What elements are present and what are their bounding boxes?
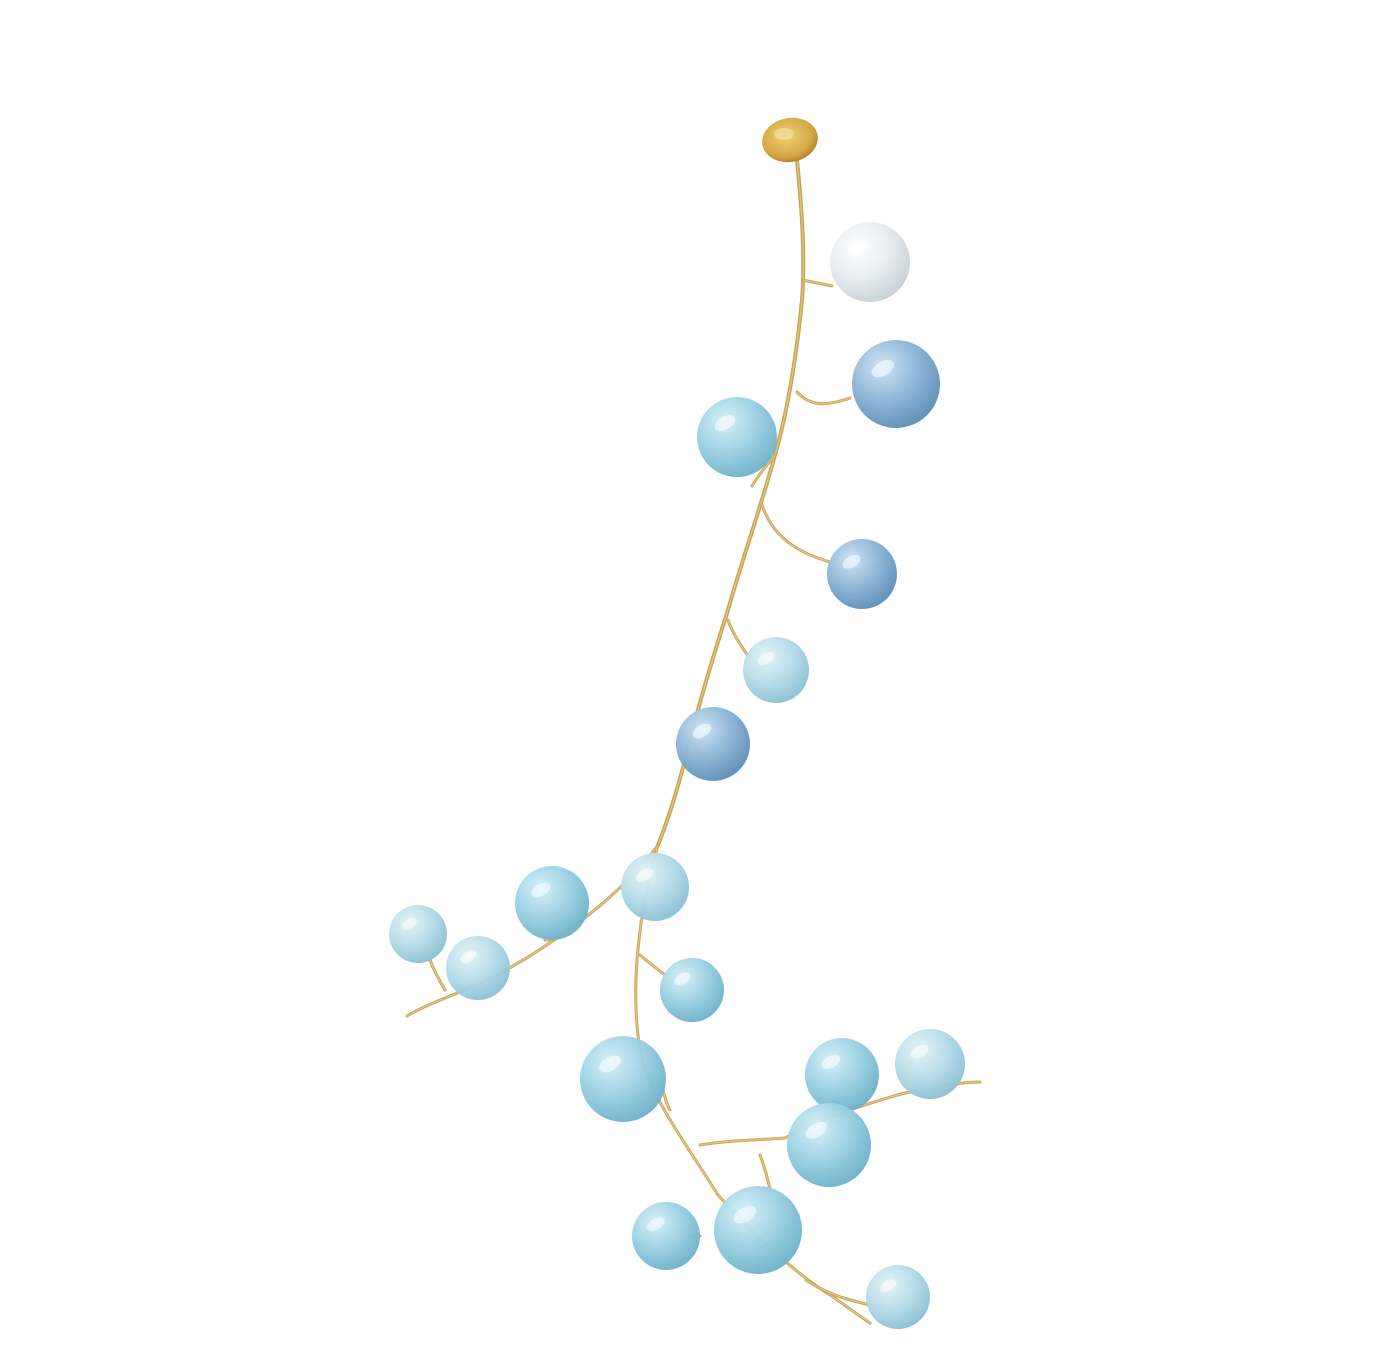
glass-globe bbox=[787, 1103, 871, 1187]
globe-highlight bbox=[821, 1054, 841, 1070]
glass-globe bbox=[621, 853, 689, 921]
ceiling-canopy bbox=[762, 117, 818, 163]
glass-globe bbox=[676, 707, 750, 781]
glass-globe bbox=[446, 936, 510, 1000]
glass-globe bbox=[866, 1265, 930, 1329]
brass-arm-highlight bbox=[759, 1154, 771, 1191]
brass-arm-highlight bbox=[639, 954, 666, 976]
glass-globe bbox=[697, 397, 777, 477]
brass-arm bbox=[760, 503, 832, 564]
glass-globe bbox=[580, 1036, 666, 1122]
glass-globe bbox=[389, 905, 447, 963]
globe-highlight bbox=[842, 554, 861, 569]
globe-highlight bbox=[599, 1055, 622, 1073]
glass-globes bbox=[389, 222, 965, 1329]
globe-highlight bbox=[847, 240, 869, 256]
globe-highlight bbox=[692, 723, 712, 739]
glass-globe bbox=[714, 1186, 802, 1274]
brass-arm bbox=[795, 390, 852, 406]
glass-globe bbox=[743, 637, 809, 703]
globe-highlight bbox=[674, 972, 691, 986]
globe-highlight bbox=[460, 950, 477, 964]
glass-globe bbox=[830, 222, 910, 302]
glass-globe bbox=[515, 866, 589, 940]
globe-highlight bbox=[805, 1122, 828, 1139]
globe-highlight bbox=[880, 1279, 897, 1293]
glass-globe bbox=[827, 539, 897, 609]
globe-highlight bbox=[401, 918, 417, 930]
glass-globe bbox=[632, 1202, 700, 1270]
brass-arm-highlight bbox=[805, 1279, 871, 1306]
brass-arm-highlight bbox=[802, 279, 833, 287]
globe-highlight bbox=[714, 415, 736, 431]
canopy-sheen bbox=[774, 128, 794, 140]
globe-highlight bbox=[757, 651, 775, 665]
canopy-disc bbox=[762, 117, 818, 163]
glass-globe bbox=[805, 1038, 879, 1112]
glass-globe bbox=[660, 958, 724, 1022]
glass-globe bbox=[895, 1029, 965, 1099]
globe-highlight bbox=[531, 882, 551, 898]
globe-highlight bbox=[636, 868, 654, 882]
glass-globe bbox=[852, 340, 940, 428]
brass-arm-highlight bbox=[751, 454, 776, 487]
globe-highlight bbox=[647, 1217, 665, 1231]
globe-highlight bbox=[910, 1044, 929, 1059]
globe-highlight bbox=[871, 359, 895, 378]
brass-arm-highlight bbox=[429, 959, 446, 991]
brass-arm-highlight bbox=[796, 391, 851, 405]
brass-arm-highlight bbox=[727, 619, 749, 657]
globe-highlight bbox=[733, 1205, 757, 1224]
brass-arm-highlight bbox=[761, 504, 831, 563]
